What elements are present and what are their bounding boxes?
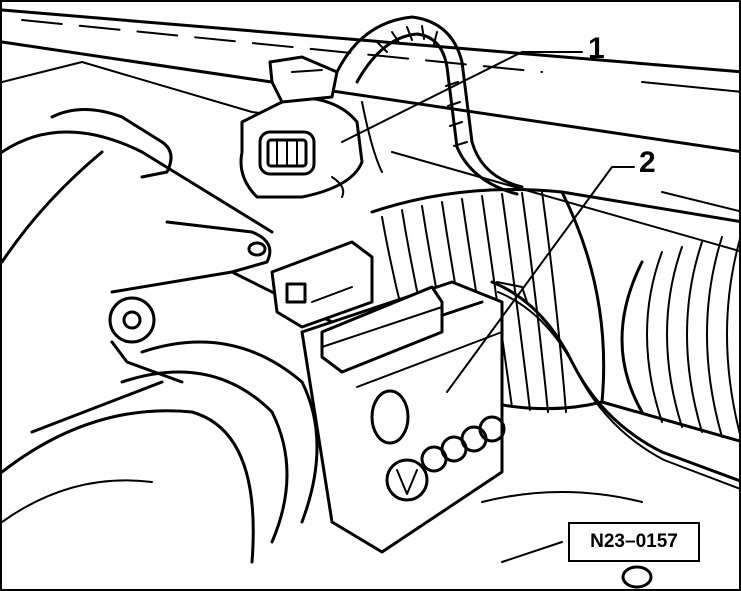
leader-lines — [341, 51, 635, 393]
harness-plug — [239, 55, 364, 199]
lower-components — [481, 491, 653, 589]
callout-number-1: 1 — [588, 32, 605, 65]
air-cleaner-housing — [2, 108, 274, 274]
leader-line-1 — [341, 51, 583, 143]
sensor-connector-socket — [270, 240, 444, 374]
leader-line-2 — [446, 166, 635, 393]
figure-reference-code: N23–0157 — [568, 522, 700, 562]
engine-bay-background — [2, 8, 739, 252]
wire-loom — [335, 15, 524, 196]
sensor-lead-wire — [490, 280, 739, 490]
callout-number-2: 2 — [639, 146, 656, 179]
